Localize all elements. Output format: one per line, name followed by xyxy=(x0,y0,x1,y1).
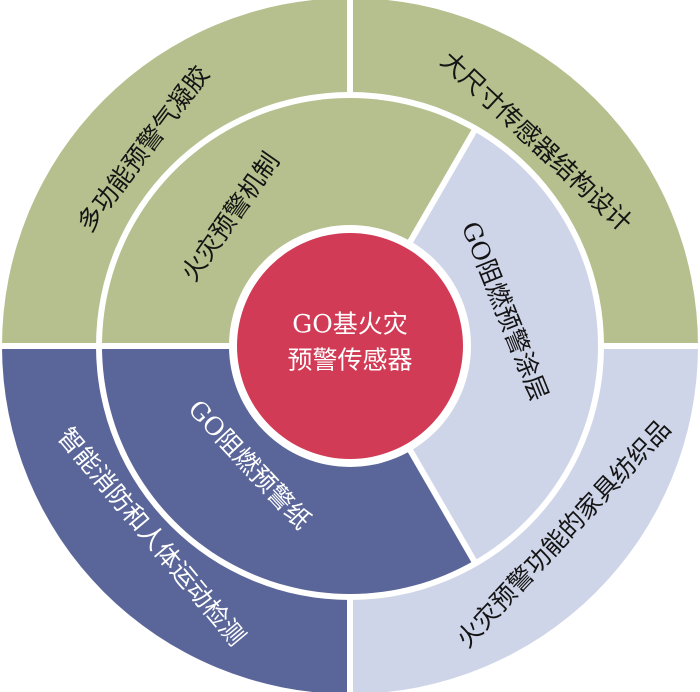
divider-line xyxy=(404,444,479,566)
center-title-line2: 预警传感器 xyxy=(287,346,412,375)
divider-line xyxy=(404,126,479,248)
center-title-line1: GO基火灾 xyxy=(292,310,407,339)
center-circle xyxy=(237,233,463,459)
